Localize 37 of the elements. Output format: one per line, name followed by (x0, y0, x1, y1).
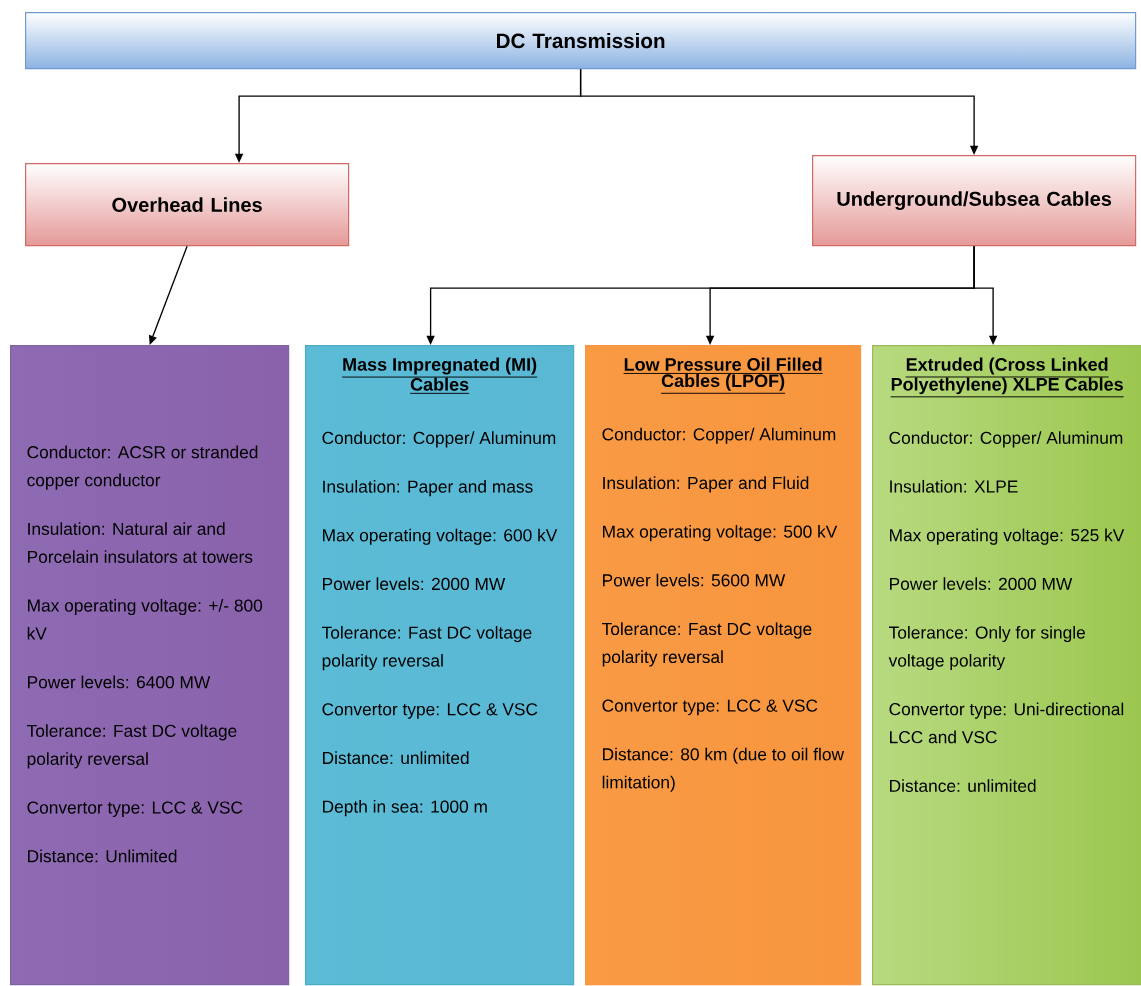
spec-text: Conductor: Copper/ Aluminum (602, 427, 836, 444)
spec-text: Distance: unlimited (890, 779, 1036, 792)
spec-text: Convertor type: LCC & VSC (322, 703, 538, 719)
spec-text: Insulation: XLPE (890, 479, 1018, 493)
spec-text: Conductor: Copper/ Aluminum (322, 431, 556, 448)
spec-text: Power levels: 2000 MW (890, 577, 1073, 590)
heading: Mass Impregnated (MI) Cables (341, 357, 538, 391)
spec-text: Power levels: 6400 MW (28, 675, 211, 689)
category-box: Overhead Lines (25, 163, 350, 247)
spec-text: Conductor: Copper/ Aluminum (889, 431, 1123, 448)
spec-text: Insulation: Paper and Fluid (603, 476, 809, 493)
spec-text: Distance: 80 km (due to oil flow limitation) (602, 747, 845, 792)
spec-text: Max operating voltage: +/- 800 kV (27, 598, 263, 640)
spec-box (10, 345, 290, 986)
spec-text: Power levels: 5600 MW (603, 573, 786, 587)
spec-text: Max operating voltage: 500 kV (603, 525, 838, 542)
spec-text: Max operating voltage: 525 kV (890, 528, 1125, 545)
spec-text: Convertor type: LCC & VSC (27, 801, 243, 818)
spec-text: Tolerance: Fast DC voltage polarity reversal (322, 626, 532, 671)
title-box: DC Transmission (25, 12, 1137, 70)
spec-text: Insulation: Natural air and Porcelain insulators at towers (28, 522, 253, 563)
spec-text: Depth in sea: 1000 m (323, 800, 487, 817)
spec-text: Tolerance: Fast DC voltage polarity reversal (602, 622, 812, 667)
spec-text: Distance: unlimited (323, 751, 469, 765)
heading: Low Pressure Oil Filled Cables (LPOF) (623, 357, 824, 391)
spec-text: Conductor: ACSR or stranded copper conductor (27, 445, 258, 490)
spec-text: Insulation: Paper and mass (323, 480, 533, 497)
arrow (149, 245, 188, 345)
spec-text: Max operating voltage: 600 kV (323, 528, 558, 545)
heading: Extruded (Cross Linked Polyethylene) XLPE Cables (891, 357, 1123, 395)
spec-text: Convertor type: LCC & VSC (602, 699, 818, 716)
spec-text: Convertor type: Uni-directional LCC and VSC (889, 702, 1124, 744)
spec-text: Power levels: 2000 MW (323, 577, 506, 591)
category-box: Underground/Subsea Cables (812, 155, 1137, 247)
spec-text: Tolerance: Fast DC voltage polarity reversal (27, 724, 237, 769)
spec-text: Distance: Unlimited (28, 849, 177, 863)
spec-text: Tolerance: Only for single voltage polarity (888, 625, 1085, 671)
